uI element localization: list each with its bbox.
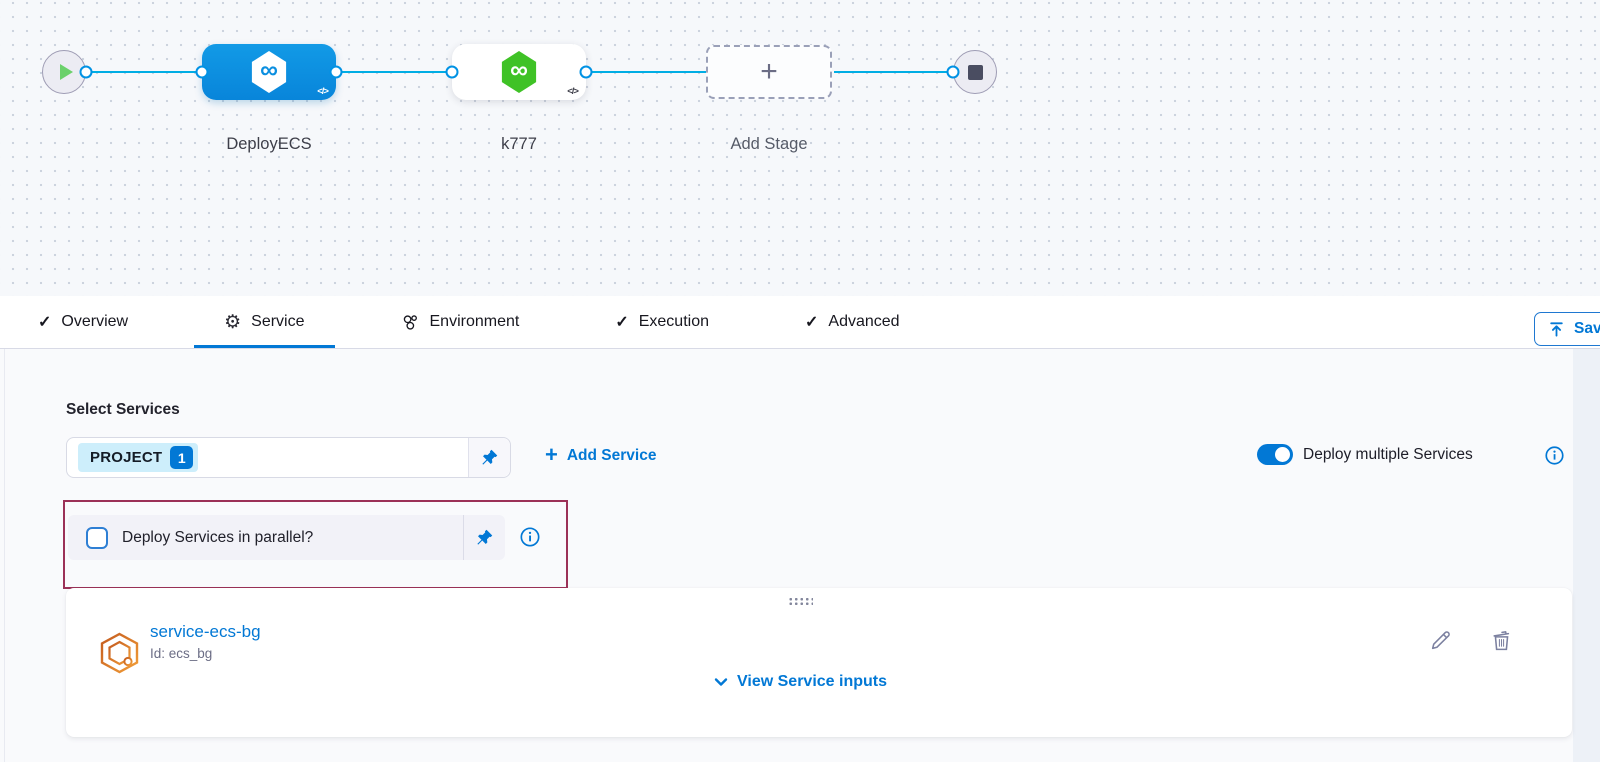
edit-service-button[interactable] (1428, 628, 1453, 656)
tab-label: Environment (429, 313, 520, 330)
tab-label: Service (251, 313, 305, 330)
chevron-down-icon (714, 678, 728, 686)
check-icon: ✓ (38, 314, 52, 331)
tab-overview[interactable]: ✓ Overview (8, 296, 158, 348)
add-service-button[interactable]: + Add Service (545, 442, 657, 467)
connector-dot (329, 65, 343, 79)
infinity-glyph: ∞ (510, 56, 528, 84)
pencil-icon (1431, 631, 1450, 650)
connector-line (88, 70, 202, 73)
plus-icon: + (545, 442, 558, 467)
stage-label-deployecs: DeployECS (226, 135, 312, 153)
deploy-multiple-info-button[interactable] (1545, 446, 1564, 468)
service-card (66, 588, 1572, 737)
stage-deployecs[interactable]: ∞ </> (202, 44, 336, 100)
tab-execution[interactable]: ✓ Execution (585, 296, 739, 348)
tab-label: Advanced (828, 313, 900, 330)
harness-hexagon-icon: ∞ (251, 51, 287, 93)
pipeline-canvas[interactable]: ∞ </> ∞ </> + DeployECS k777 Add Stage (0, 0, 1600, 296)
delete-service-button[interactable] (1489, 628, 1514, 656)
connector-line (834, 70, 953, 73)
chip-count-badge: 1 (170, 446, 194, 469)
trash-icon (1493, 630, 1510, 651)
check-icon: ✓ (615, 314, 629, 331)
tab-label: Execution (638, 313, 709, 330)
stop-icon (967, 64, 983, 80)
chip-label: PROJECT (90, 449, 163, 466)
connector-dot (195, 65, 209, 79)
gear-icon: ⚙ (224, 311, 242, 333)
pin-runtime-input-button[interactable] (468, 438, 510, 477)
check-icon: ✓ (805, 314, 819, 331)
deploy-parallel-label: Deploy Services in parallel? (122, 528, 314, 546)
stage-k777[interactable]: ∞ </> (452, 44, 586, 100)
info-icon (520, 527, 540, 547)
add-service-label: Add Service (566, 447, 657, 464)
connector-line (588, 70, 706, 73)
deploy-multiple-toggle[interactable] (1257, 444, 1293, 465)
plus-icon: + (760, 55, 778, 88)
environment-icon (403, 314, 417, 330)
save-button[interactable]: Save (1534, 312, 1600, 346)
info-icon (1545, 446, 1564, 465)
connector-dot (445, 65, 459, 79)
view-service-inputs-button[interactable]: View Service inputs (650, 673, 950, 691)
pipeline-end-node[interactable] (953, 50, 997, 94)
connector-dot (579, 65, 593, 79)
pipeline-start-node[interactable] (42, 50, 86, 94)
connector-dot (946, 65, 960, 79)
tab-advanced[interactable]: ✓ Advanced (775, 296, 930, 348)
connector-dot (79, 65, 93, 79)
select-services-input[interactable]: PROJECT 1 (66, 437, 511, 478)
deploy-multiple-label: Deploy multiple Services (1303, 446, 1473, 463)
deploy-parallel-info-button[interactable] (520, 527, 540, 550)
stage-label-add-stage: Add Stage (730, 135, 808, 153)
pin-icon (477, 529, 493, 545)
deploy-parallel-field: Deploy Services in parallel? (68, 515, 505, 560)
stage-tabbar: ✓ Overview ⚙ Service Environment ✓ Execu… (0, 296, 1600, 349)
toggle-knob (1275, 447, 1290, 462)
ecs-service-icon (100, 632, 139, 674)
tab-environment[interactable]: Environment (371, 296, 550, 348)
upload-icon (1550, 321, 1563, 337)
deploy-parallel-checkbox[interactable] (86, 526, 108, 549)
tab-service[interactable]: ⚙ Service (194, 296, 334, 348)
code-badge-icon: </> (567, 86, 579, 97)
save-button-label: Save (1574, 320, 1600, 337)
harness-hexagon-icon: ∞ (501, 51, 537, 93)
service-name-link[interactable]: service-ecs-bg (150, 622, 261, 641)
infinity-glyph: ∞ (260, 56, 278, 84)
tab-label: Overview (61, 313, 129, 330)
stage-label-k777: k777 (501, 135, 537, 153)
pin-runtime-input-button[interactable] (463, 515, 505, 560)
play-icon (59, 64, 73, 80)
connector-line (338, 70, 452, 73)
view-service-inputs-label: View Service inputs (737, 673, 887, 690)
service-id-text: Id: ecs_bg (150, 646, 213, 661)
panel-left-border (4, 349, 5, 762)
select-services-label: Select Services (66, 401, 180, 418)
code-badge-icon: </> (317, 86, 329, 97)
panel-right-gutter (1573, 349, 1600, 762)
service-card-drag-handle[interactable] (788, 597, 813, 606)
pin-icon (482, 449, 498, 465)
project-services-chip[interactable]: PROJECT 1 (78, 443, 199, 472)
add-stage-button[interactable]: + (706, 45, 832, 99)
